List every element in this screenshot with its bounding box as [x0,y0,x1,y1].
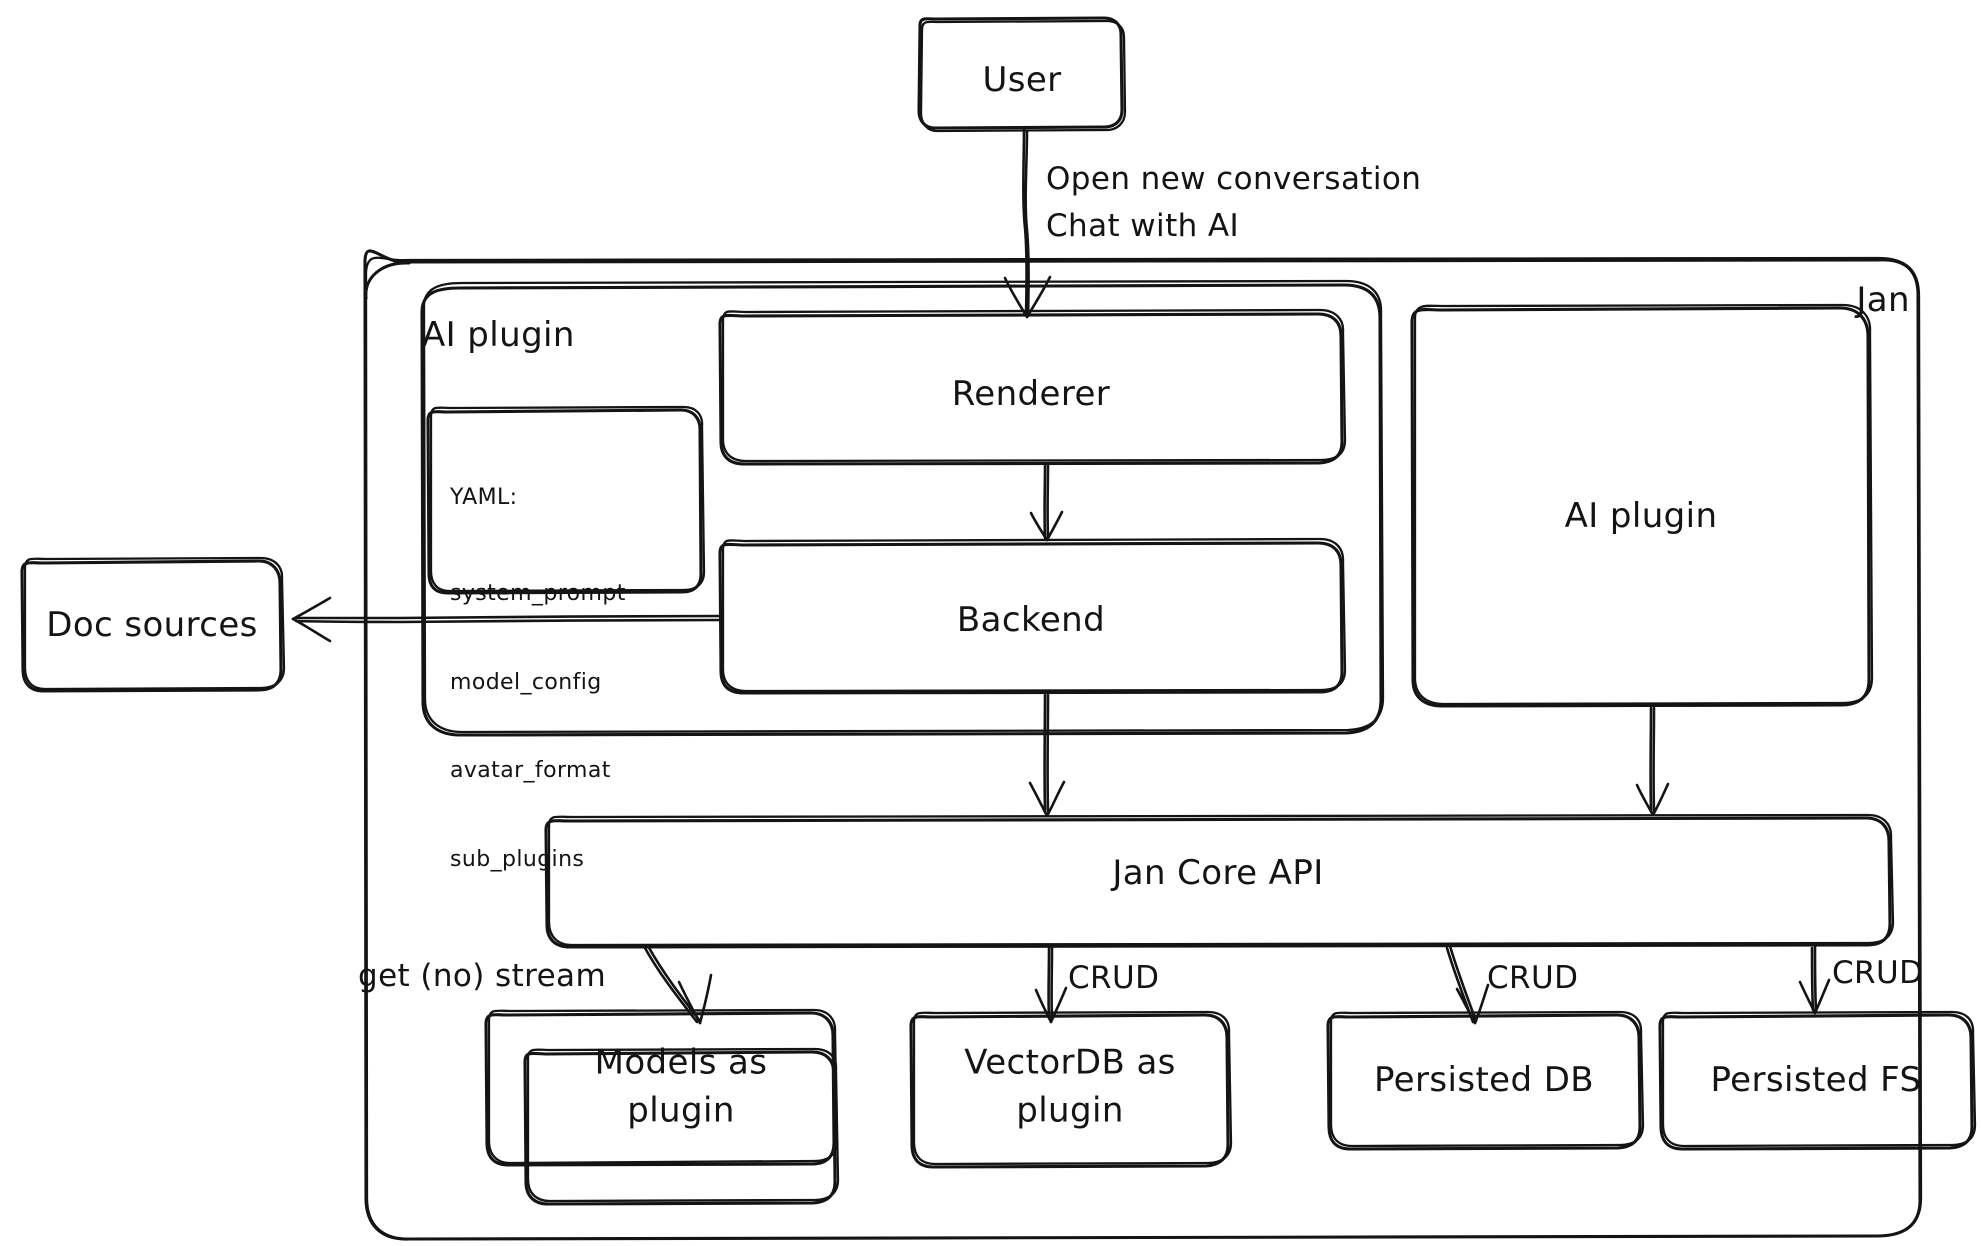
renderer-box-label: Renderer [951,373,1111,414]
yaml-line-0: YAML: [450,484,518,510]
edge-backend-to-core-api [1028,693,1066,818]
edge-renderer-to-backend [1029,462,1064,542]
renderer-box-shape [718,308,1347,466]
ai-plugin-right-label: AI plugin [1564,495,1718,536]
user-box-shape [917,16,1127,133]
ai-plugin-group-label: AI plugin [422,315,575,355]
edge-core-api-to-persisted-fs [1798,944,1831,1015]
user-box-label: User [982,59,1062,100]
edge-user-to-renderer [1003,127,1052,319]
edge-backend-to-doc-sources [291,596,724,643]
jan-core-api-label: Jan Core API [1112,852,1324,893]
edge-core-api-to-vectordb [1034,944,1068,1024]
persisted-db-label: Persisted DB [1373,1059,1595,1100]
doc-sources-box-label: Doc sources [46,604,258,645]
edge-label-crud-vectordb: CRUD [1068,960,1160,996]
yaml-line-1: system_prompt [450,581,626,607]
yaml-box-text: YAML: system_prompt model_config avatar_… [450,424,626,933]
backend-box-shape [718,537,1347,695]
edge-ai-plugin-right-to-core-api [1635,706,1670,817]
jan-container-shape [363,249,1923,1241]
yaml-box-shape [426,405,706,595]
edge-label-open-conversation: Open new conversation [1046,161,1422,197]
ai-plugin-group-shape [420,279,1385,737]
yaml-line-4: sub_plugins [450,846,585,872]
edge-label-chat-with-ai: Chat with AI [1046,208,1240,244]
ai-plugin-right-box-shape [1410,303,1874,708]
doc-sources-box-shape [20,556,286,693]
yaml-line-2: model_config [450,669,602,695]
vectordb-plugin-box-shape [909,1010,1233,1169]
edge-label-crud-persisted-fs: CRUD [1832,955,1924,991]
jan-core-api-box-shape [544,813,1895,949]
persisted-db-box-shape [1326,1010,1645,1151]
jan-container-title: Jan [1856,279,1910,320]
yaml-line-3: avatar_format [450,758,611,784]
persisted-fs-box-shape [1658,1010,1977,1151]
edge-label-crud-persisted-db: CRUD [1487,960,1579,996]
models-plugin-box-shape [484,1008,840,1206]
edge-label-get-no-stream: get (no) stream [358,958,607,994]
backend-box-label: Backend [956,599,1106,640]
persisted-fs-label: Persisted FS [1710,1059,1922,1100]
